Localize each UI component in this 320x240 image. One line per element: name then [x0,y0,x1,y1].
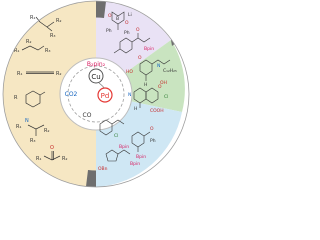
ketone-o: O [50,145,54,151]
dark-segment-bottom [86,170,96,187]
product-lower-right [105,131,151,162]
outer-border [2,0,190,188]
alkene-2-r1: R₁ [14,48,19,54]
mid-right-o: O [158,84,162,90]
alkene-1-r3: R₃ [50,33,55,39]
substrate-alkene-1 [35,16,55,32]
right-n: N [157,63,160,69]
top-b: B [116,16,119,22]
cu-circle [88,68,104,84]
substrate-alkyne [26,71,54,74]
alkene-1-r2: R₂ [56,18,61,24]
alkene-1-r1: R₁ [30,15,35,21]
upper-right-o: O [136,27,140,33]
dark-segment-right [171,31,183,46]
mid-right-h: H [134,106,137,112]
cu-label: Cu [91,73,100,81]
ketone-r2: R₂ [62,156,67,162]
top-o1: O [108,13,112,19]
product-upper-right [113,33,151,54]
top-ph2: Ph [124,30,130,36]
alkene-2-r3: R₃ [45,48,50,54]
lower-right-o: O [150,126,154,132]
imine-r1: R₁ [16,124,21,130]
product-lower-left [99,119,125,136]
dark-segment-top [96,1,106,18]
pd-circle [97,87,113,103]
diagram-canvas: Cu Pd B₂pin₂ CO2 CO R₁ R₂ R₃ R₁ R₂ R₃ R₁… [2,0,190,188]
lower-right-obn: OBn [98,166,108,172]
co-label: CO [83,112,92,119]
lower-right-bpin2: Bpin [119,144,129,150]
alkene-2-r2: R₂ [26,39,31,45]
right-h: H [144,82,147,88]
alkyne-r1: R₁ [17,71,22,77]
imine-r2: R₂ [44,128,49,134]
mid-right-cl: Cl [164,94,168,100]
substrate-arene [25,90,46,108]
lower-right-bpin1: Bpin [136,154,146,160]
dashed-ring [67,65,125,123]
substrate-alkene-2 [21,45,45,51]
lower-left-cl: Cl [114,133,118,139]
imine-r3: R₃ [30,138,35,144]
mid-right-cooh: COOH [150,108,164,114]
top-ph1: Ph [106,28,112,34]
lower-right-bpin3: Bpin [130,161,140,167]
top-li: Li [128,12,132,18]
product-mid-right [133,87,159,108]
right-o: O [138,55,142,61]
product-top [111,11,125,30]
right-oh: OH [160,80,167,86]
inner-circle [59,57,133,131]
right-ho: HO [126,69,133,75]
ketone-r1: R₁ [36,156,41,162]
substrate-imine [27,124,45,136]
lower-right-ph: Ph [150,138,156,144]
substrate-ketone [43,151,61,161]
cu-pd-arrow [98,82,105,89]
pd-label: Pd [101,92,110,100]
b2pin2-label: B₂pin₂ [87,61,106,68]
mid-right-n: N [128,92,131,98]
arene-r: R [14,95,18,101]
right-c12h25: C₁₂H₂₅ [163,68,177,74]
catalysis-scope-diagram: Cu Pd B₂pin₂ CO2 CO R₁ R₂ R₃ R₁ R₂ R₃ R₁… [0,0,192,189]
co2-label: CO2 [65,91,78,98]
top-o2: O [125,20,129,26]
alkyne-r2: R₂ [56,71,61,77]
upper-right-bpin: Bpin [144,46,154,52]
imine-n: N [25,118,29,124]
product-right [139,59,171,81]
